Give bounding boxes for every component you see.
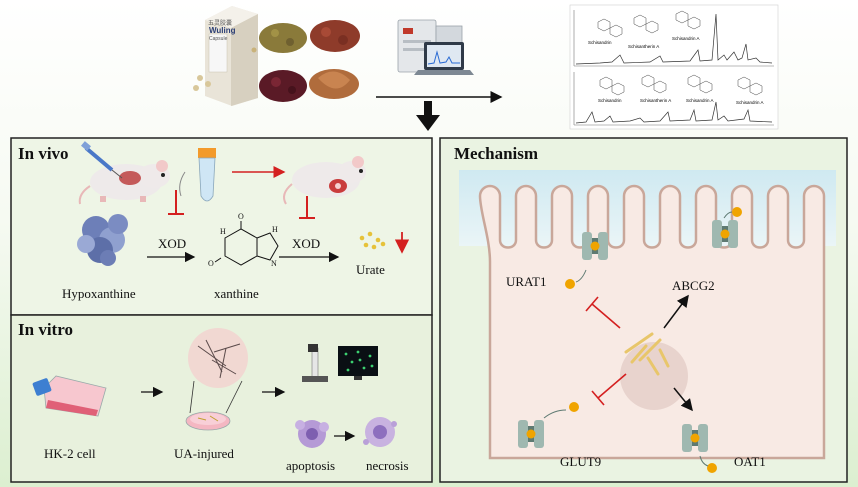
serum-tube-icon	[179, 148, 216, 202]
svg-text:O: O	[238, 212, 244, 221]
xod-protein-icon	[77, 214, 128, 266]
xod-label-1: XOD	[158, 236, 187, 251]
box-brand-text: Wuling	[209, 26, 236, 35]
wuling-capsule-box	[205, 6, 258, 106]
hk2-label: HK-2 cell	[44, 446, 96, 461]
apoptotic-cell-icon	[295, 420, 329, 448]
mouse-treated-icon	[283, 156, 366, 205]
microscope-icon	[302, 344, 328, 382]
transport-hints	[543, 211, 733, 467]
struct-label: Schisandrin A	[672, 36, 700, 41]
oat1-label: OAT1	[734, 454, 766, 469]
inhibit-markers	[168, 190, 315, 219]
box-sub-text: Capsule	[209, 36, 228, 42]
zoom-line-left	[189, 380, 195, 414]
urate-label: Urate	[356, 262, 385, 277]
abcg2-label: ABCG2	[672, 278, 715, 293]
cell-flask-icon	[32, 375, 107, 417]
herb-piles	[193, 20, 360, 102]
struct-label: Schisandrin	[598, 98, 622, 103]
xod-label-2: XOD	[292, 236, 321, 251]
zoom-line-right	[225, 380, 243, 414]
compound-needles	[624, 332, 670, 376]
glut9-label: GLUT9	[560, 454, 602, 469]
petri-dish-icon	[185, 411, 231, 431]
chromatogram-panel	[569, 4, 779, 130]
struct-label: Schisandrin	[588, 40, 612, 45]
urate-particles	[565, 207, 742, 473]
mechanism-inhibit	[585, 296, 627, 406]
hypoxanthine-label: Hypoxanthine	[62, 286, 136, 301]
xanthine-atoms: O O H H N	[208, 212, 278, 268]
xanthine-label: xanthine	[214, 286, 259, 301]
struct-label: Schisantherin A	[628, 44, 660, 49]
struct-label: Schisandrin A	[686, 98, 714, 103]
transporter-abcg2	[712, 220, 738, 248]
mouse-model-icon	[78, 141, 170, 205]
apoptosis-label: apoptosis	[286, 458, 336, 473]
tubule-cell	[478, 184, 826, 460]
svg-text:H: H	[220, 227, 226, 236]
svg-text:H: H	[272, 225, 278, 234]
down-arrow	[416, 101, 440, 131]
struct-label: Schisandrin A	[736, 100, 764, 105]
transporter-oat1	[682, 424, 708, 452]
transporter-urat1	[582, 232, 608, 260]
svg-text:O: O	[208, 259, 214, 268]
box-chinese-text: 五灵胶囊	[208, 20, 233, 27]
mechanism-title: Mechanism	[454, 144, 539, 163]
arrow-to-oat1	[673, 387, 693, 412]
struct-label: Schisantherin A	[640, 98, 672, 103]
svg-text:N: N	[271, 259, 277, 268]
monitor-icon	[338, 346, 378, 380]
xanthine-structure	[214, 221, 279, 266]
transporter-glut9	[518, 420, 544, 448]
ua-injured-label: UA-injured	[174, 446, 234, 461]
invitro-title: In vitro	[18, 320, 73, 339]
nucleus	[620, 342, 688, 410]
urate-dots	[359, 231, 386, 250]
necrosis-label: necrosis	[366, 458, 409, 473]
urat1-label: URAT1	[506, 274, 547, 289]
crystal-micrograph-icon	[188, 328, 248, 388]
laptop	[414, 42, 474, 75]
necrotic-cell-icon	[363, 417, 397, 447]
invivo-title: In vivo	[18, 144, 69, 163]
arrow-to-abcg2	[663, 294, 689, 329]
